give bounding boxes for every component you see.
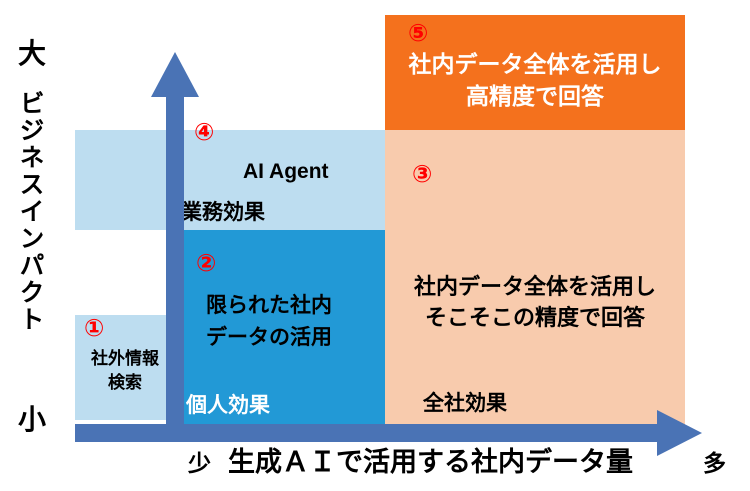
- limited-data-line1: 限られた社内: [206, 294, 332, 317]
- number-badge-2: ②: [196, 250, 217, 277]
- y-axis-title: ビジネスインパクト: [16, 90, 44, 333]
- y-axis-arrow-shaft: [166, 96, 184, 425]
- y-axis-max-label: 大: [18, 38, 47, 69]
- company-effect-label: 全社効果: [423, 392, 507, 415]
- right-arrow-icon: [657, 410, 702, 456]
- x-axis-arrow-shaft: [75, 424, 657, 442]
- personal-effect-label: 個人効果: [186, 394, 270, 417]
- external-search-label: 社外情報 検索: [75, 347, 175, 395]
- number-badge-5: ⑤: [408, 20, 429, 47]
- business-effect-label: 業務効果: [181, 201, 265, 224]
- limited-data-label: 限られた社内 データの活用: [206, 290, 332, 353]
- company-wide-line2: そこそこの精度で回答: [424, 304, 645, 330]
- number-badge-4: ④: [194, 119, 215, 146]
- company-wide-label: 社内データ全体を活用し そこそこの精度で回答: [385, 272, 685, 334]
- high-precision-line1: 社内データ全体を活用し: [408, 51, 662, 77]
- high-precision-line2: 高精度で回答: [466, 83, 604, 110]
- x-axis-max-label: 多: [703, 450, 726, 476]
- region-high-precision: ⑤ 社内データ全体を活用し 高精度で回答: [385, 15, 685, 130]
- x-axis-min-label: 少: [188, 450, 211, 476]
- number-badge-3: ③: [412, 161, 433, 188]
- up-arrow-icon: [151, 52, 199, 97]
- company-wide-line1: 社内データ全体を活用し: [413, 274, 656, 299]
- external-search-line1: 社外情報: [91, 349, 159, 368]
- external-search-line2: 検索: [108, 372, 142, 392]
- number-badge-1: ①: [84, 315, 105, 342]
- region-ai-agent: ④ AI Agent 業務効果: [75, 121, 385, 230]
- high-precision-label: 社内データ全体を活用し 高精度で回答: [385, 48, 685, 112]
- x-axis-title: 生成ＡＩで活用する社内データ量: [228, 447, 633, 477]
- region-company-wide: ③ 社内データ全体を活用し そこそこの精度で回答 全社効果: [385, 130, 685, 425]
- region-limited-data: ② 限られた社内 データの活用 個人効果: [180, 230, 385, 425]
- limited-data-line2: データの活用: [206, 325, 332, 349]
- region-external-search: ① 社外情報 検索: [75, 315, 175, 420]
- ai-agent-label: AI Agent: [243, 160, 329, 183]
- y-axis-min-label: 小: [18, 404, 47, 435]
